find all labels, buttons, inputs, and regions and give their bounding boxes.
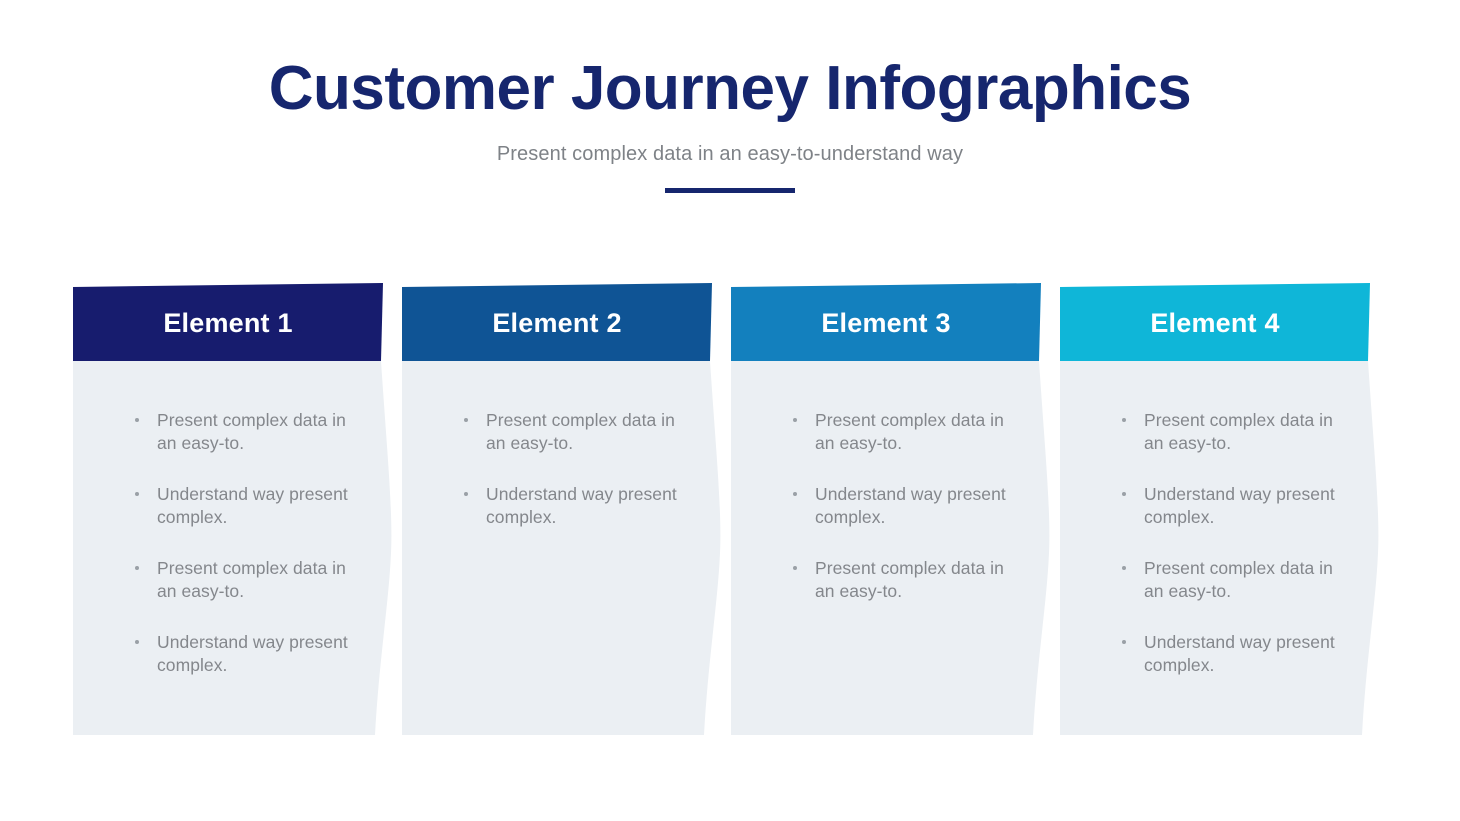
list-item: Understand way present complex. <box>131 631 366 678</box>
bullet-text: Understand way present complex. <box>486 483 677 528</box>
list-item: Understand way present complex. <box>460 483 695 530</box>
list-item: Understand way present complex. <box>1118 631 1353 678</box>
card-element-1[interactable]: Element 1 Present complex data in an eas… <box>73 283 403 735</box>
title-block: Customer Journey Infographics Present co… <box>0 54 1460 193</box>
bullet-dot-icon <box>135 639 139 644</box>
bullet-dot-icon <box>464 491 468 496</box>
card-header-shape-1 <box>73 283 383 361</box>
card-panel-shape-4 <box>1060 361 1379 735</box>
header-path <box>1060 283 1370 361</box>
list-item: Understand way present complex. <box>789 483 1024 530</box>
bullet-text: Understand way present complex. <box>157 483 348 528</box>
card-element-3[interactable]: Element 3 Present complex data in an eas… <box>731 283 1061 735</box>
card-element-4[interactable]: Element 4 Present complex data in an eas… <box>1060 283 1390 735</box>
bullet-dot-icon <box>793 491 797 496</box>
card-element-2[interactable]: Element 2 Present complex data in an eas… <box>402 283 732 735</box>
bullet-text: Present complex data in an easy-to. <box>1144 557 1333 602</box>
page-title: Customer Journey Infographics <box>268 54 1192 123</box>
panel-path <box>1060 361 1379 735</box>
card-header-shape-4 <box>1060 283 1370 361</box>
list-item: Present complex data in an easy-to. <box>131 557 366 604</box>
bullet-text: Present complex data in an easy-to. <box>815 410 1004 454</box>
bullet-dot-icon <box>1122 639 1126 644</box>
cards-row: Element 1 Present complex data in an eas… <box>0 283 1460 743</box>
bullet-dot-icon <box>135 418 139 422</box>
card-bullet-list-1: Present complex data in an easy-to. Unde… <box>131 409 366 678</box>
bullet-dot-icon <box>1122 491 1126 496</box>
bullet-dot-icon <box>793 418 797 422</box>
header-path <box>73 283 383 361</box>
list-item: Understand way present complex. <box>1118 483 1353 530</box>
list-item: Present complex data in an easy-to. <box>1118 557 1353 604</box>
list-item: Present complex data in an easy-to. <box>460 409 695 456</box>
bullet-text: Present complex data in an easy-to. <box>157 557 346 602</box>
card-header-shape-3 <box>731 283 1041 361</box>
bullet-dot-icon <box>464 418 468 422</box>
card-panel-shape-2 <box>402 361 721 735</box>
title-divider <box>665 187 795 193</box>
list-item: Present complex data in an easy-to. <box>131 409 366 456</box>
card-header-shape-2 <box>402 283 712 361</box>
bullet-dot-icon <box>793 565 797 570</box>
bullet-text: Present complex data in an easy-to. <box>1144 410 1333 454</box>
list-item: Present complex data in an easy-to. <box>1118 409 1353 456</box>
panel-path <box>402 361 721 735</box>
bullet-dot-icon <box>1122 565 1126 570</box>
bullet-text: Present complex data in an easy-to. <box>486 410 675 454</box>
list-item: Present complex data in an easy-to. <box>789 557 1024 604</box>
panel-path <box>731 361 1050 735</box>
card-bullet-list-4: Present complex data in an easy-to. Unde… <box>1118 409 1353 678</box>
bullet-text: Understand way present complex. <box>1144 483 1335 528</box>
bullet-text: Understand way present complex. <box>157 631 348 676</box>
page-subtitle: Present complex data in an easy-to-under… <box>496 142 964 165</box>
bullet-text: Understand way present complex. <box>1144 631 1335 676</box>
card-panel-shape-3 <box>731 361 1050 735</box>
card-bullet-list-3: Present complex data in an easy-to. Unde… <box>789 409 1024 604</box>
bullet-dot-icon <box>1122 418 1126 422</box>
bullet-text: Understand way present complex. <box>815 483 1006 528</box>
list-item: Present complex data in an easy-to. <box>789 409 1024 456</box>
card-panel-shape-1 <box>73 361 392 735</box>
bullet-text: Present complex data in an easy-to. <box>815 557 1004 602</box>
header-path <box>731 283 1041 361</box>
panel-path <box>73 361 392 735</box>
card-bullet-list-2: Present complex data in an easy-to. Unde… <box>460 409 695 530</box>
bullet-dot-icon <box>135 565 139 570</box>
header-path <box>402 283 712 361</box>
bullet-text: Present complex data in an easy-to. <box>157 410 346 454</box>
list-item: Understand way present complex. <box>131 483 366 530</box>
bullet-dot-icon <box>135 491 139 496</box>
